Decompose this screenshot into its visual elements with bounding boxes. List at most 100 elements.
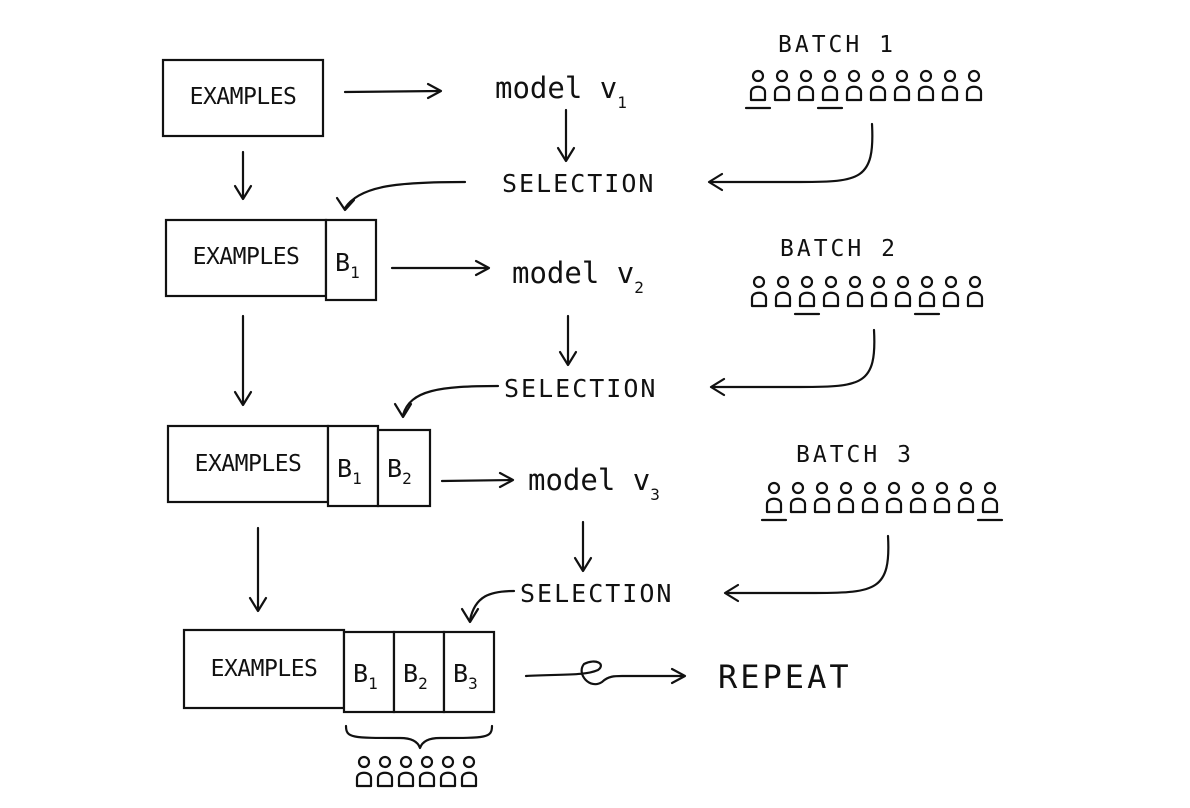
batch-3-person-1 bbox=[760, 481, 788, 522]
batch-1-person-7 bbox=[893, 69, 911, 102]
pool-people bbox=[355, 755, 478, 788]
model-label-1: model v1 bbox=[495, 71, 627, 112]
examples-label-3: EXAMPLES bbox=[195, 451, 302, 477]
arrowhead bbox=[723, 583, 740, 603]
arrow-selection-to-examples-3 bbox=[468, 589, 516, 622]
batch-1-people bbox=[744, 69, 983, 110]
batch-1-person-4 bbox=[816, 69, 844, 110]
batch-1-person-8 bbox=[917, 69, 935, 102]
selection-label-2: SELECTION bbox=[504, 374, 657, 403]
arrowhead bbox=[670, 667, 687, 685]
arrow-batch-to-selection-1 bbox=[708, 122, 874, 184]
batch-cell-label-3-2: B2 bbox=[387, 454, 412, 488]
batch-1-person-6 bbox=[869, 69, 887, 102]
batch-2-person-3 bbox=[793, 275, 821, 316]
arrow-selection-to-examples-1 bbox=[343, 180, 467, 210]
arrow-selection-to-examples-2 bbox=[401, 384, 500, 417]
pool-person-4 bbox=[418, 755, 436, 788]
selection-label-1: SELECTION bbox=[502, 169, 655, 198]
batch-label-3: BATCH 3 bbox=[796, 442, 914, 468]
batch-2-people bbox=[750, 275, 984, 316]
examples-label-4: EXAMPLES bbox=[211, 656, 318, 682]
batch-3-person-2 bbox=[789, 481, 807, 514]
arrowhead bbox=[460, 607, 480, 624]
batch-2-person-10 bbox=[966, 275, 984, 308]
arrowhead bbox=[556, 146, 576, 163]
examples-box-3 bbox=[166, 424, 330, 504]
batch-cell-2-1 bbox=[324, 218, 378, 302]
pool-person-6 bbox=[460, 755, 478, 788]
selection-label-3: SELECTION bbox=[520, 579, 673, 608]
batch-label-2: BATCH 2 bbox=[780, 236, 898, 262]
arrow-examples-to-model-3 bbox=[440, 478, 514, 483]
examples-label-1: EXAMPLES bbox=[190, 84, 297, 110]
batch-3-person-9 bbox=[957, 481, 975, 514]
pool-person-1 bbox=[355, 755, 373, 788]
arrowhead bbox=[558, 350, 578, 367]
batch-1-person-9 bbox=[941, 69, 959, 102]
pool-person-5 bbox=[439, 755, 457, 788]
batch-3-person-5 bbox=[861, 481, 879, 514]
pool-brace bbox=[344, 724, 494, 750]
batch-3-person-7 bbox=[909, 481, 927, 514]
batch-2-person-5 bbox=[846, 275, 864, 308]
model-label-3: model v3 bbox=[528, 463, 660, 504]
batch-cell-3-1 bbox=[326, 424, 380, 508]
arrowhead bbox=[248, 596, 268, 613]
repeat-loop-arrow bbox=[524, 660, 686, 686]
pool-person-2 bbox=[376, 755, 394, 788]
batch-3-person-4 bbox=[837, 481, 855, 514]
batch-cell-label-4-2: B2 bbox=[403, 659, 428, 693]
batch-3-person-6 bbox=[885, 481, 903, 514]
batch-cell-label-4-3: B3 bbox=[453, 659, 478, 693]
batch-2-person-6 bbox=[870, 275, 888, 308]
batch-3-person-10 bbox=[976, 481, 1004, 522]
batch-cell-label-3-1: B1 bbox=[337, 454, 362, 488]
batch-cell-label-2-1: B1 bbox=[335, 248, 360, 282]
batch-1-person-3 bbox=[797, 69, 815, 102]
arrowhead bbox=[335, 196, 356, 212]
arrowhead bbox=[707, 172, 724, 192]
arrowhead bbox=[393, 402, 413, 419]
batch-3-people bbox=[760, 481, 1004, 522]
batch-1-person-1 bbox=[744, 69, 772, 110]
row-1: EXAMPLES model v1 SELECTION BATCH 1 bbox=[161, 32, 983, 212]
batch-1-person-2 bbox=[773, 69, 791, 102]
batch-2-person-9 bbox=[942, 275, 960, 308]
batch-label-1: BATCH 1 bbox=[778, 32, 896, 58]
arrow-batch-to-selection-2 bbox=[710, 328, 876, 389]
examples-label-2: EXAMPLES bbox=[193, 244, 300, 270]
arrowhead bbox=[498, 471, 515, 489]
batch-3-person-3 bbox=[813, 481, 831, 514]
arrowhead bbox=[709, 377, 726, 397]
arrowhead bbox=[233, 390, 253, 407]
arrowhead bbox=[474, 259, 491, 277]
examples-box-2 bbox=[164, 218, 328, 298]
arrowhead bbox=[573, 556, 593, 573]
arrow-batch-to-selection-3 bbox=[724, 534, 890, 595]
batch-cell-label-4-1: B1 bbox=[353, 659, 378, 693]
row-2: EXAMPLES B1 model v2 SELECTION BATCH 2 bbox=[164, 218, 984, 419]
batch-1-person-5 bbox=[845, 69, 863, 102]
pool-person-3 bbox=[397, 755, 415, 788]
batch-2-person-7 bbox=[894, 275, 912, 308]
batch-cell-4-3 bbox=[442, 630, 496, 714]
model-label-2: model v2 bbox=[512, 256, 644, 297]
batch-2-person-4 bbox=[822, 275, 840, 308]
batch-2-person-1 bbox=[750, 275, 768, 308]
batch-2-person-2 bbox=[774, 275, 792, 308]
examples-box-1 bbox=[161, 58, 325, 138]
arrow-examples-to-model-1 bbox=[343, 89, 442, 94]
arrowhead bbox=[233, 184, 253, 201]
batch-2-person-8 bbox=[913, 275, 941, 316]
row-3: EXAMPLES B1 B2 model v3 SELECTION BATCH … bbox=[166, 424, 1004, 624]
batch-1-person-10 bbox=[965, 69, 983, 102]
batch-cell-3-2 bbox=[376, 428, 432, 508]
batch-3-person-8 bbox=[933, 481, 951, 514]
repeat-label: REPEAT bbox=[718, 658, 852, 696]
batch-cell-4-1 bbox=[342, 630, 396, 714]
batch-cell-4-2 bbox=[392, 630, 446, 714]
row-4: EXAMPLES B1 B2 B3 REPEAT bbox=[182, 628, 852, 788]
